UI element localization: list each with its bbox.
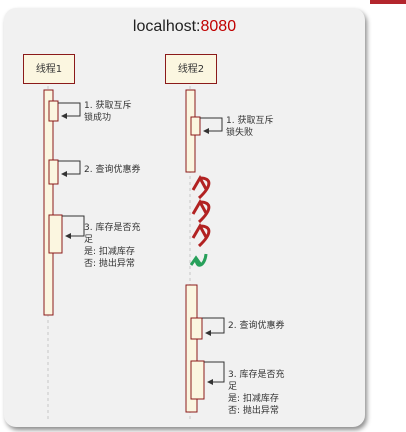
thread2-step2-activation: [190, 317, 203, 340]
thread2-step1-arrow: [200, 117, 223, 134]
thread2-step3-activation: [190, 360, 205, 400]
thread1-step1-activation: [48, 100, 59, 122]
thread1-header: 线程1: [23, 54, 75, 84]
panel-title: localhost:8080: [4, 18, 365, 36]
retry-arrowhead-3: [191, 222, 208, 239]
thread1-step1-arrow: [58, 102, 81, 119]
thread2-step3-note: 3. 库存是否充 足 是: 扣减库存 否: 抛出异常: [228, 370, 285, 416]
thread1-step2-arrow: [58, 160, 81, 177]
thread1-step3-activation: [48, 214, 63, 254]
thread2-header: 线程2: [165, 54, 217, 84]
retry-arrow-1: [197, 176, 211, 200]
thread1-step2-group: [48, 159, 81, 185]
retry-arrow-2: [197, 200, 211, 224]
thread2-step1-note: 1. 获取互斥 锁失败: [226, 116, 274, 138]
retry-arrowhead-1: [191, 174, 208, 191]
thread2-step1-group: [190, 116, 223, 136]
retry-arrowhead-success: [189, 255, 203, 266]
thread2-step1-activation: [190, 116, 201, 136]
thread2-step3-group: [190, 360, 225, 400]
thread1-step2-note: 2. 查询优惠券: [84, 165, 141, 175]
thread1-activation: [43, 89, 54, 316]
title-port: 8080: [200, 18, 237, 35]
thread2-step3-arrow: [204, 361, 225, 385]
thread2-step2-arrow: [202, 317, 225, 336]
retry-arrowhead-2: [191, 198, 208, 215]
retry-arrow-3: [197, 224, 211, 248]
corner-accent: [370, 0, 406, 4]
thread2-activation-second: [185, 284, 198, 413]
retry-loop: [189, 174, 211, 267]
thread1-step2-activation: [48, 159, 59, 185]
thread2-step2-note: 2. 查询优惠券: [228, 321, 285, 331]
thread1-step1-group: [48, 100, 81, 122]
thread1-step3-arrow: [62, 215, 85, 239]
thread1-step3-group: [48, 214, 85, 254]
thread1-step3-note: 3. 库存是否充 足 是: 扣减库存 否: 抛出异常: [84, 223, 141, 269]
thread2-step2-group: [190, 317, 225, 340]
thread1-step1-note: 1. 获取互斥 锁成功: [84, 101, 132, 123]
title-host: localhost:: [132, 18, 201, 35]
